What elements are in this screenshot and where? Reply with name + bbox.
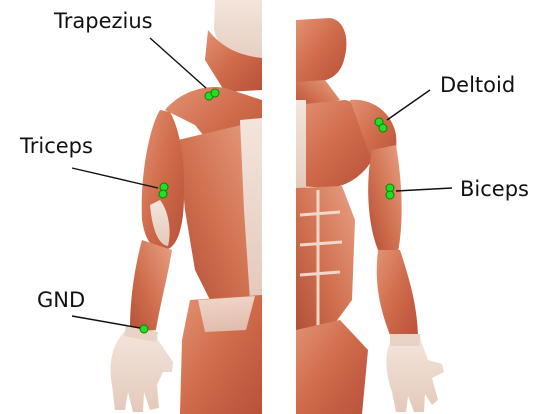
electrode-triceps-2 [159,190,167,198]
front-head-shape [296,18,346,84]
electrode-trapezius-2 [211,89,219,97]
front-pelvis-shape [296,320,368,414]
back-anatomy-figure [111,0,263,414]
front-hand-shape [386,338,444,412]
label-trapezius: Trapezius [53,9,153,33]
front-wrist-band [390,334,420,346]
leader-gnd [72,316,140,328]
electrode-deltoid-2 [379,124,387,132]
electrode-gnd [140,325,148,333]
electrode-biceps-2 [386,191,394,199]
front-upper-arm-shape [368,145,401,252]
back-forearm-shape [130,240,172,335]
view-divider-gap [262,0,296,414]
label-gnd: GND [37,288,85,312]
front-sternum-tendon [296,100,306,190]
leader-deltoid [387,90,430,120]
front-forearm-shape [377,250,418,340]
label-biceps: Biceps [460,177,529,201]
label-deltoid: Deltoid [440,73,515,97]
back-lower-tendon [198,296,255,332]
leader-trapezius [150,38,206,88]
front-abdomen-shape [296,186,355,335]
leader-biceps [396,188,452,191]
label-triceps: Triceps [19,134,93,158]
back-hand-shape [111,330,174,412]
front-anatomy-figure [296,18,444,414]
